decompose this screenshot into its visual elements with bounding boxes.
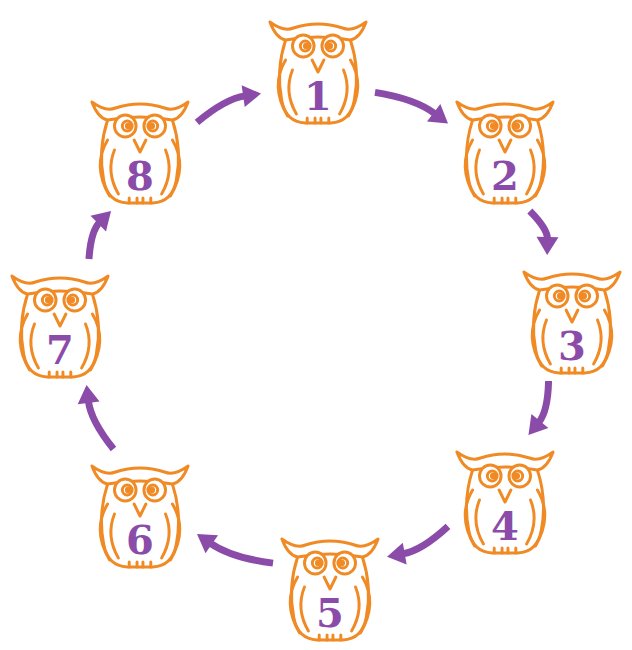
arrow-head — [427, 104, 448, 124]
owl-number: 7 — [6, 328, 114, 372]
flow-arrow — [375, 92, 448, 123]
flow-arrow — [89, 211, 111, 259]
arrow-line — [197, 96, 245, 123]
flow-arrow — [530, 211, 559, 255]
owl-node: 3 — [518, 258, 626, 378]
owl-number: 4 — [451, 504, 559, 548]
owl-number: 2 — [451, 154, 559, 198]
owl-node: 4 — [451, 438, 559, 558]
owl-number: 1 — [264, 74, 372, 118]
owl-number: 6 — [86, 518, 194, 562]
arrow-head — [537, 237, 559, 255]
owl-node: 8 — [86, 88, 194, 208]
flow-arrow — [197, 534, 273, 563]
arrow-head — [387, 543, 407, 565]
arrow-line — [210, 543, 273, 563]
owl-node: 6 — [86, 452, 194, 572]
flow-arrow — [197, 85, 261, 122]
flow-arrow — [387, 526, 448, 564]
owl-node: 5 — [276, 525, 384, 645]
owl-number: 8 — [86, 154, 194, 198]
owl-node: 7 — [6, 262, 114, 382]
arrow-line — [375, 92, 435, 114]
arrow-line — [539, 381, 549, 423]
owl-number: 3 — [518, 324, 626, 368]
arrow-line — [89, 222, 100, 259]
flow-arrow — [528, 381, 548, 435]
arrow-head — [197, 534, 218, 553]
arrow-head — [78, 385, 100, 404]
owl-node: 2 — [451, 88, 559, 208]
owl-node: 1 — [264, 8, 372, 128]
arrow-line — [530, 211, 548, 239]
owl-number: 5 — [276, 591, 384, 635]
flow-arrow — [78, 385, 114, 449]
arrow-head — [91, 211, 112, 231]
arrow-head — [528, 414, 548, 435]
arrow-line — [403, 526, 448, 554]
arrow-line — [88, 401, 113, 449]
arrow-head — [242, 85, 261, 107]
